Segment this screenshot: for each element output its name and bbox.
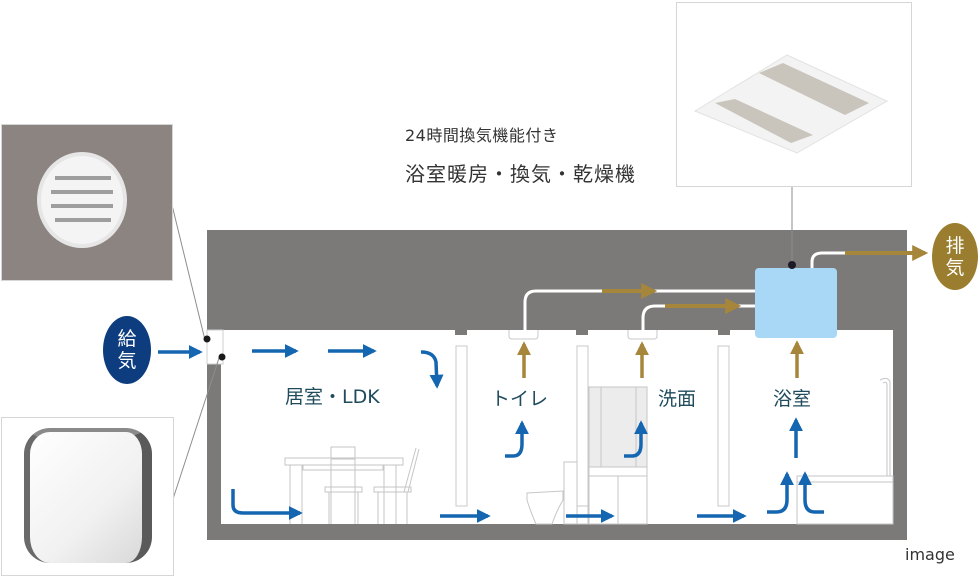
round-vent-photo [1,124,173,281]
beam [718,330,730,335]
bathtub-fixture [796,377,894,525]
duct-washroom [641,304,757,330]
round-vent-icon [37,152,127,248]
left-wall-upper [207,230,219,330]
partitions [455,345,730,507]
room-label-toilet: トイレ [491,388,549,410]
room-label-bathroom: 浴室 [773,388,812,410]
duct-toilet [523,289,757,330]
bathroom-fan-unit [755,268,837,338]
exhaust-badge-char2: 気 [945,256,965,279]
room-label-washroom: 洗面 [658,388,697,410]
duct-outlet [810,251,845,268]
ceiling-ventilator-icon [693,54,889,154]
beam [576,330,588,335]
toilet-fixture [526,461,578,525]
floor-slab [207,524,907,540]
dining-set [284,446,420,524]
supply-badge-char2: 気 [117,350,137,372]
exhaust-air-badge: 排 気 [932,223,978,290]
wall-vent-photo [1,417,174,576]
room-label-ldk: 居室・LDK [285,386,380,408]
supply-badge-char1: 給 [117,328,137,350]
callout-lines [171,187,793,503]
partition-washroom-bath [717,345,730,507]
exhaust-duct-arrows [602,245,929,314]
ceiling-unit-photo [676,2,912,187]
callout-dot [218,353,226,361]
supply-air-badge: 給 気 [103,316,151,384]
right-wall [893,230,907,540]
exhaust-badge-char1: 排 [945,234,965,257]
feature-caption-line2: 浴室暖房・換気・乾燥機 [405,162,636,186]
house-structure [206,230,907,540]
partition-ldk-toilet [455,345,468,507]
partition-toilet-washroom [576,345,589,507]
beam [455,330,467,335]
left-wall-lower [207,364,221,540]
callout-dot [788,261,796,269]
image-note: image [905,545,955,564]
exhaust-arrows [517,340,804,378]
exhaust-ducts [523,251,845,330]
callout-dot [203,335,211,343]
supply-arrows [158,344,824,523]
wall-vent-icon [24,428,152,563]
ceiling-grilles [508,330,658,340]
feature-caption-line1: 24時間換気機能付き [405,126,559,145]
